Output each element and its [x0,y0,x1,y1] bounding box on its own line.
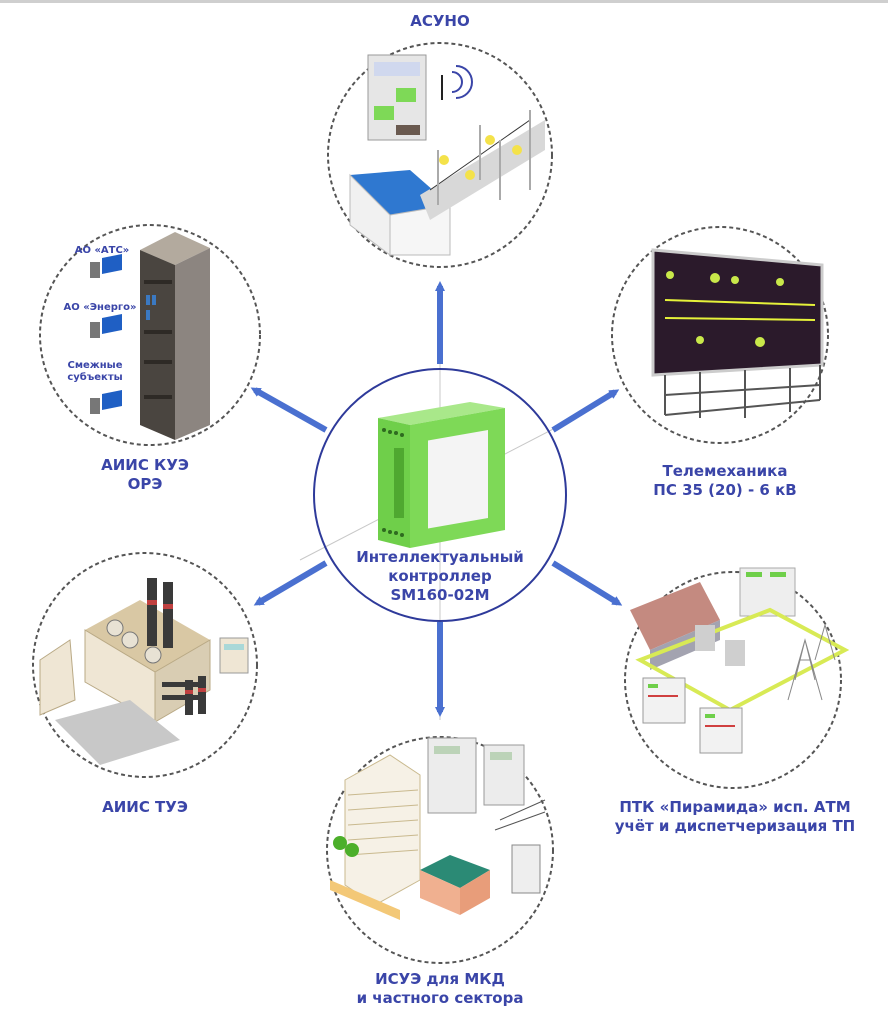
pc-icon-adjacent [90,390,122,414]
pc-icon-ats [90,254,122,278]
label-isue-line-1: ИСУЭ для МКД [375,970,505,988]
din-rail-controller-icon [378,402,505,548]
label-aiis-kue-line-1: АИИС КУЭ [101,456,189,474]
label-aiis-kue: АИИС КУЭ ОРЭ [80,456,210,494]
center-label-line-2: контроллер [388,567,492,585]
center-label-line-3: SM160-02M [390,586,490,604]
sublabel-ao-ats: АО «АТС» [74,245,130,256]
pc-icon-energo [90,314,122,338]
label-ptk-piramida-line-1: ПТК «Пирамида» исп. АТМ [619,798,851,816]
substation-icon [630,567,850,754]
label-isue: ИСУЭ для МКД и частного сектора [340,970,540,1008]
factory-icon [39,578,249,765]
label-aiis-tue: АИИС ТУЭ [70,798,220,817]
center-ring [313,368,567,622]
label-ptk-piramida-line-2: учёт и диспетчеризация ТП [614,817,856,835]
label-asuno: АСУНО [390,12,490,31]
server-rack-icon [140,232,210,440]
label-ptk-piramida: ПТК «Пирамида» исп. АТМ учёт и диспетчер… [605,798,865,836]
control-panel-display-icon [651,248,824,418]
arrow-to-telemechanics [551,389,620,433]
arrow-to-aiis-kue [250,387,328,433]
label-asuno-line-1: АСУНО [410,12,470,30]
arrow-to-aiis-tue [253,560,328,606]
label-aiis-kue-line-2: ОРЭ [127,475,163,493]
sublabel-adjacent-subjects: Смежные субъекты [67,360,123,383]
label-isue-line-2: и частного сектора [356,989,524,1007]
street-lighting-cabinet-icon [349,54,545,256]
sublabel-ao-energo: АО «Энерго» [63,302,137,313]
label-telemechanics: Телемеханика ПС 35 (20) - 6 кВ [645,462,805,500]
center-label-line-1: Интеллектуальный [356,548,524,566]
label-telemechanics-line-1: Телемеханика [662,462,788,480]
label-aiis-tue-line-1: АИИС ТУЭ [102,798,188,816]
top-border [0,0,888,3]
residential-buildings-meters-icon [330,737,546,920]
label-telemechanics-line-2: ПС 35 (20) - 6 кВ [653,481,797,499]
center-controller-label: Интеллектуальный контроллер SM160-02M [340,548,540,605]
arrow-to-ptk-piramida [551,560,623,606]
